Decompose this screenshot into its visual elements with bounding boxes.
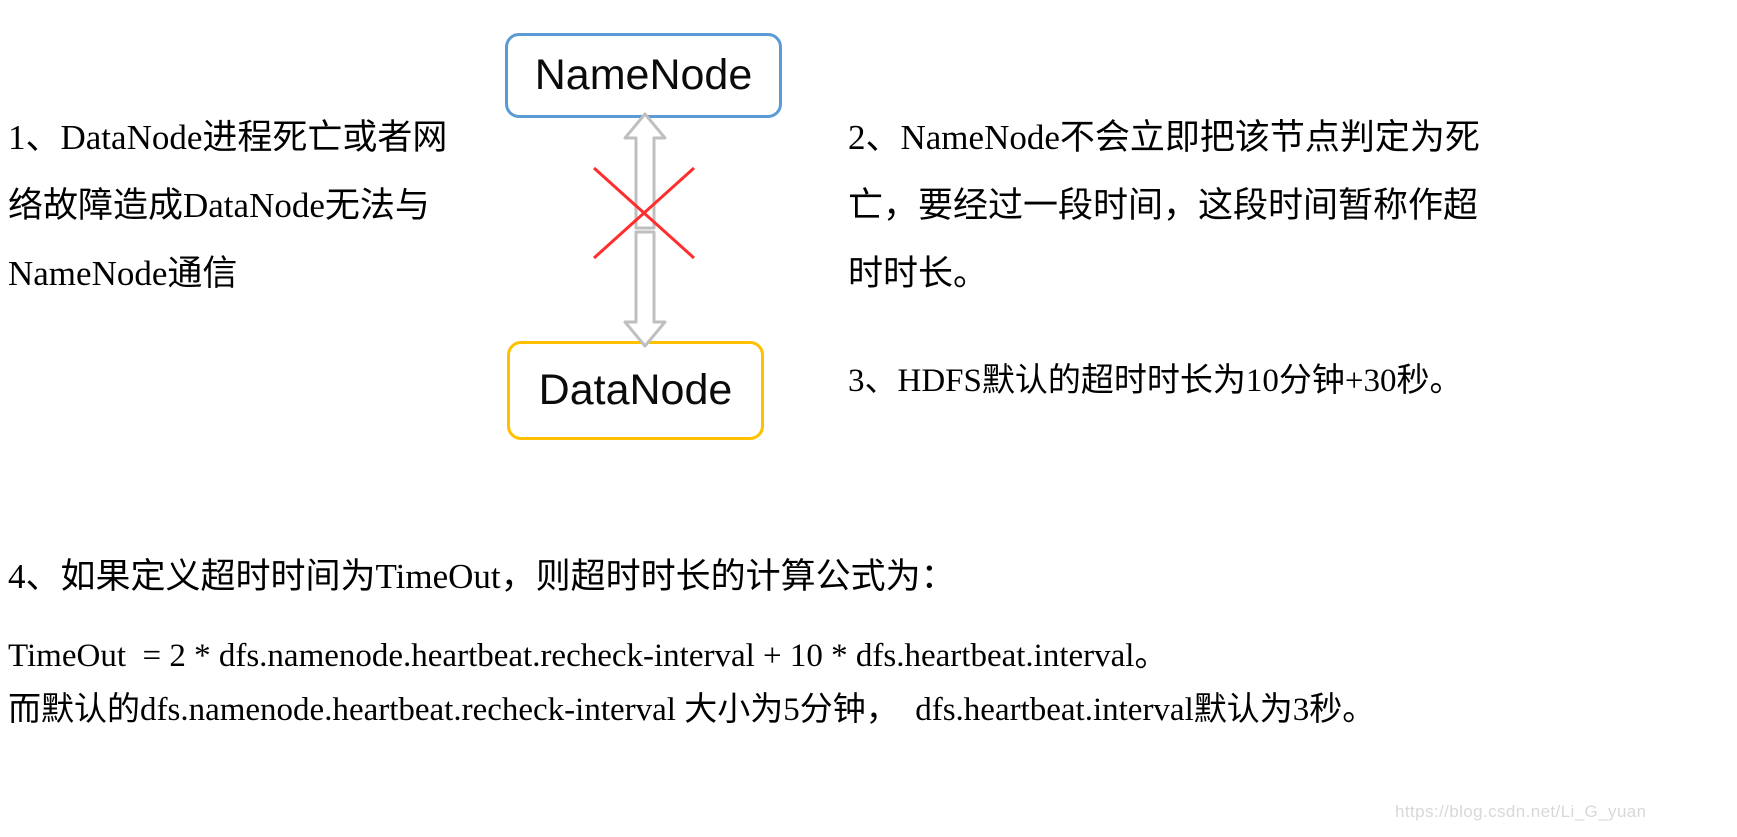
namenode-label: NameNode <box>534 51 753 99</box>
note-item-1: 1、DataNode进程死亡或者网络故障造成DataNode无法与NameNod… <box>8 118 448 293</box>
watermark: https://blog.csdn.net/Li_G_yuan <box>1395 802 1647 821</box>
arrow-up-icon <box>623 112 667 230</box>
note-item-3: 3、HDFS默认的超时时长为10分钟+30秒。 <box>848 363 1463 399</box>
datanode-label: DataNode <box>538 366 733 414</box>
timeout-formula: TimeOut = 2 * dfs.namenode.heartbeat.rec… <box>8 638 1168 674</box>
red-cross-icon <box>592 166 696 260</box>
heartbeat-connection-graphic <box>592 112 696 348</box>
note-item-2: 2、NameNode不会立即把该节点判定为死亡，要经过一段时间，这段时间暂称作超… <box>848 118 1480 293</box>
arrow-down-icon <box>623 230 667 348</box>
datanode-box: DataNode <box>507 341 764 440</box>
note-item-4: 4、如果定义超时时间为TimeOut，则超时时长的计算公式为： <box>8 557 956 596</box>
timeout-defaults: 而默认的dfs.namenode.heartbeat.recheck-inter… <box>8 692 1376 728</box>
namenode-box: NameNode <box>505 33 782 118</box>
